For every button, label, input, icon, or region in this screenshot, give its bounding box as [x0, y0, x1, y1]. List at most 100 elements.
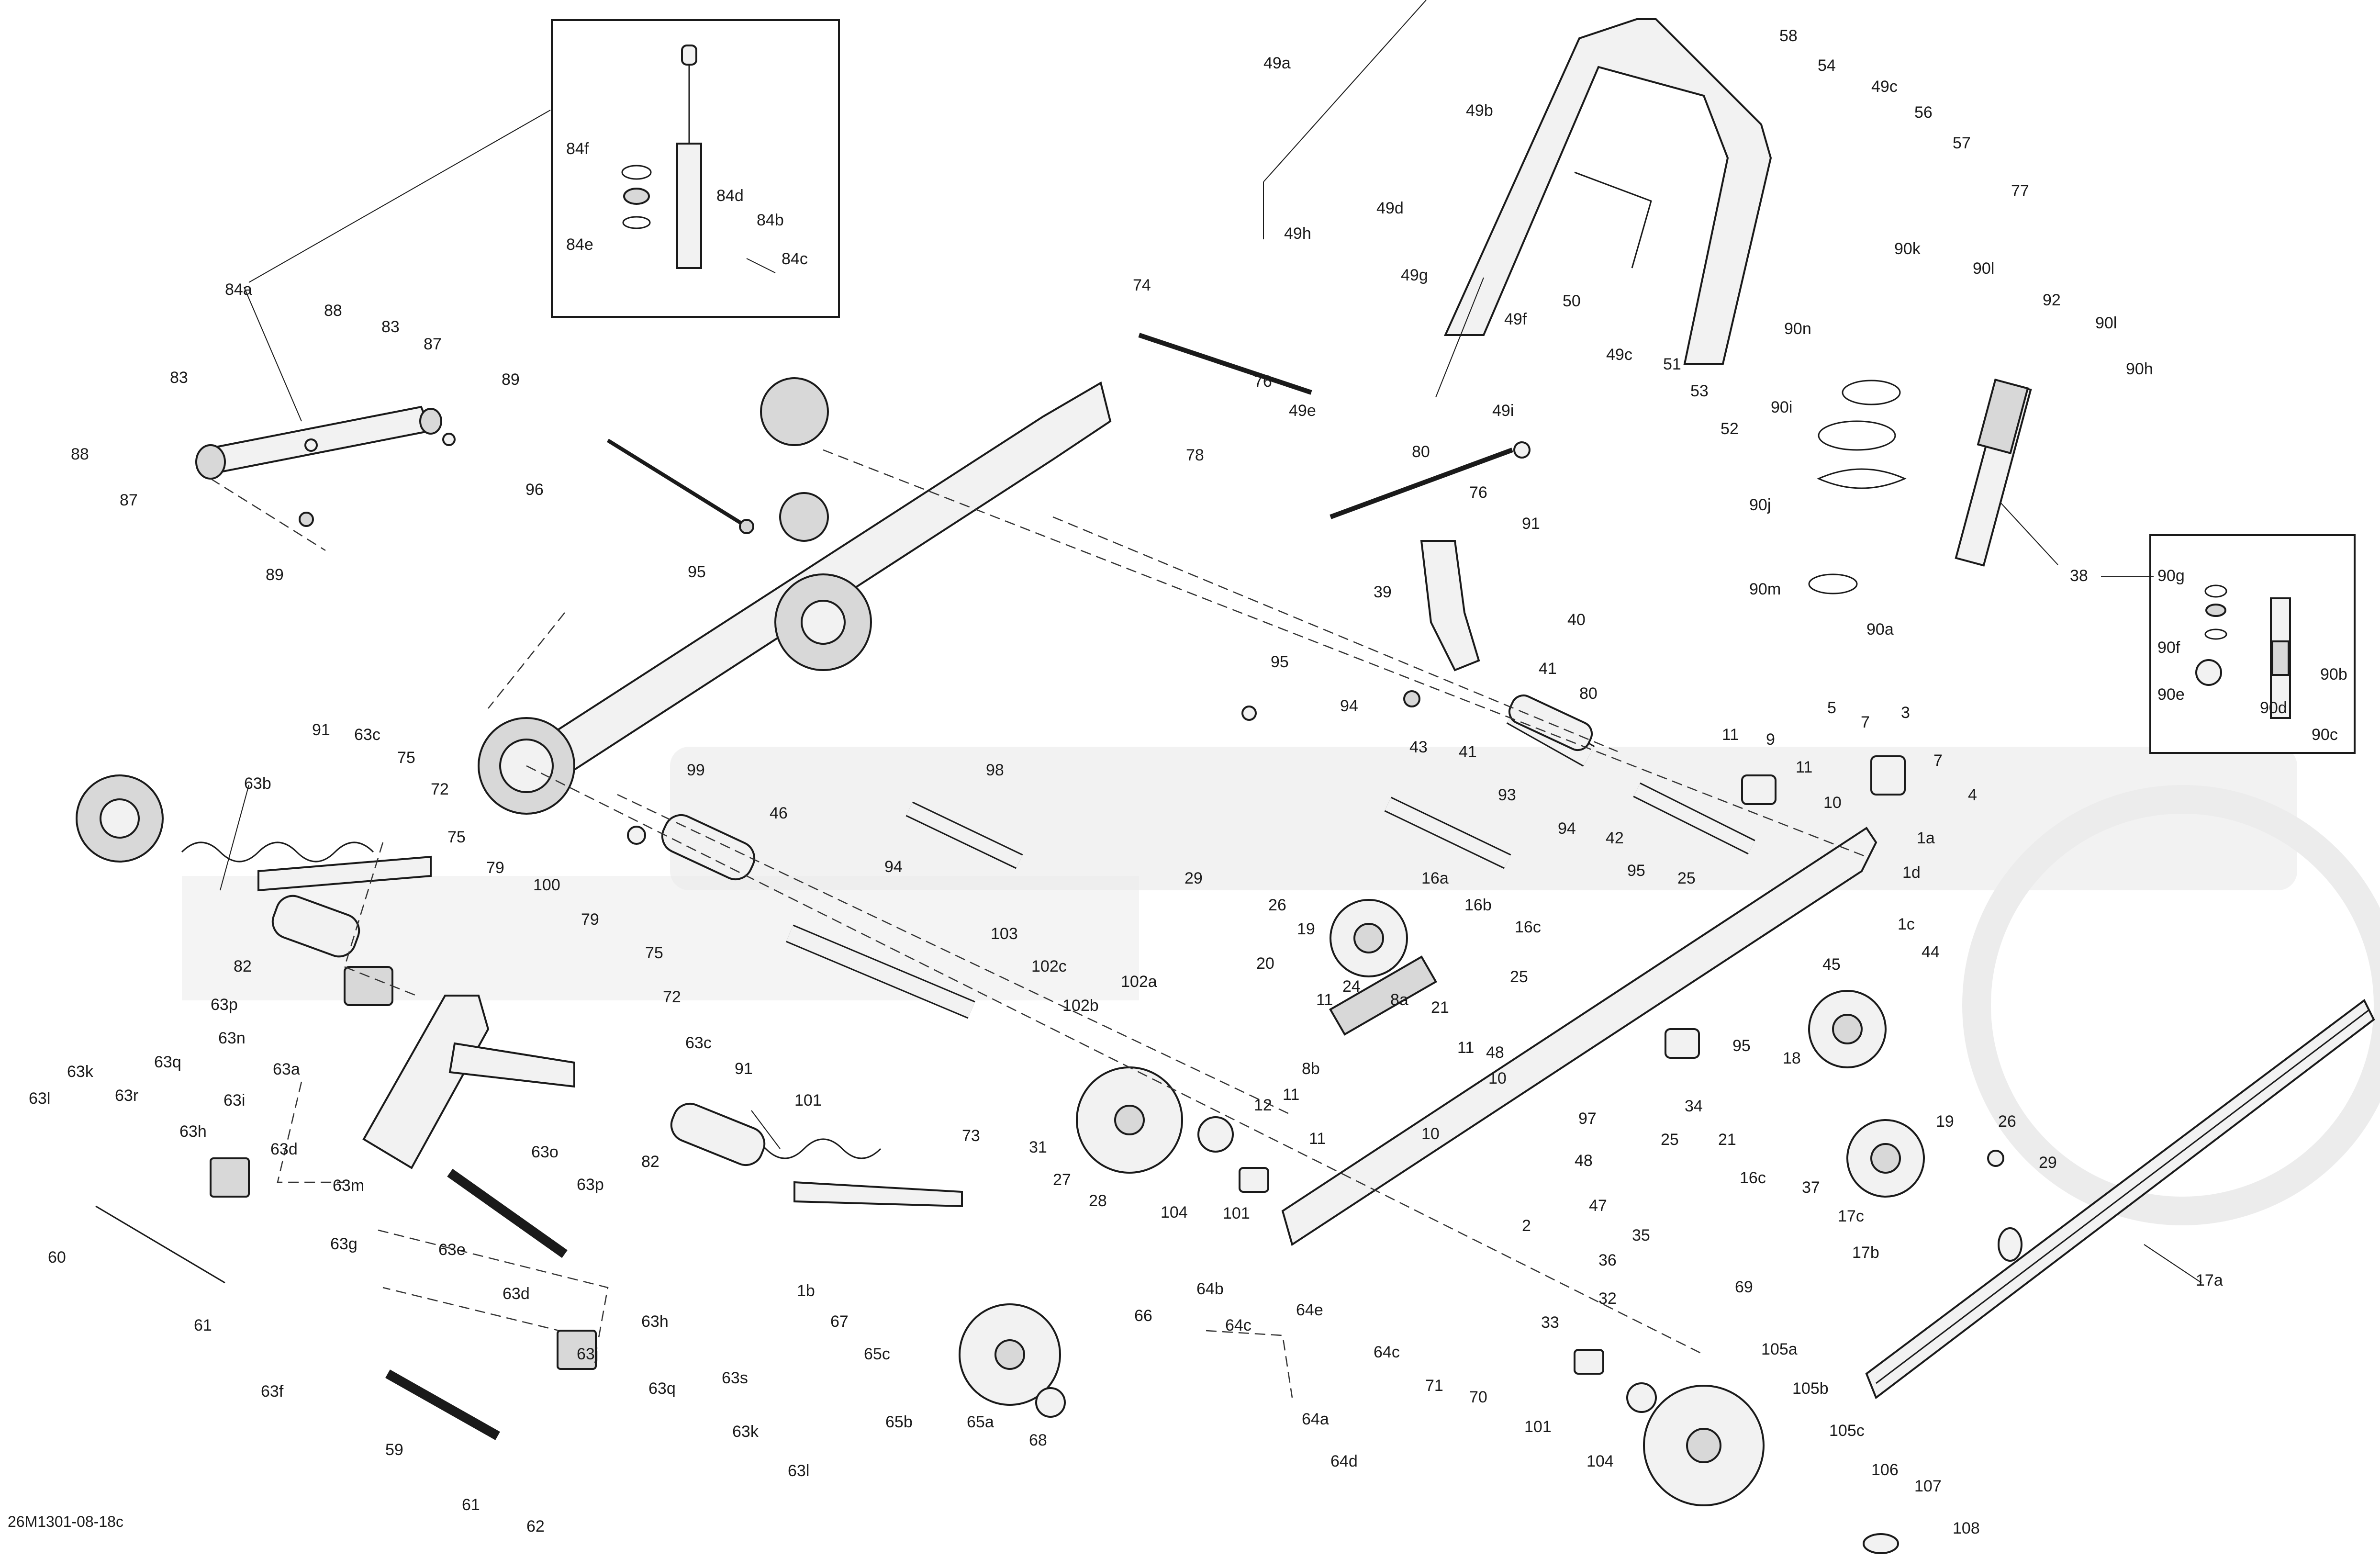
callout-26a: 29: [1184, 869, 1203, 887]
callout-80b: 91: [312, 721, 330, 739]
callout-83b: 83: [170, 369, 188, 387]
callout-18a: 48: [1486, 1043, 1504, 1062]
callout-21c: 25: [1661, 1131, 1679, 1149]
callout-36: 35: [1632, 1226, 1650, 1244]
callout-63m: 63m: [333, 1177, 364, 1195]
callout-69: 70: [1469, 1388, 1487, 1406]
callout-64b: 66: [1134, 1307, 1152, 1325]
callout-64d: 64a: [1302, 1410, 1329, 1428]
callout-39: 40: [1567, 611, 1586, 629]
callout-90i: 90j: [1749, 496, 1771, 514]
callout-3: 3: [1901, 704, 1910, 722]
callout-38: 39: [1374, 583, 1392, 601]
callout-12: 8b: [1302, 1060, 1320, 1078]
callout-40b: 41: [1459, 743, 1477, 761]
torsion-spring-72: [76, 774, 432, 892]
callout-45: 45: [1822, 955, 1841, 974]
callout-101a: 101: [1223, 1204, 1250, 1222]
callout-37: 33: [1541, 1313, 1559, 1332]
callout-62: 62: [526, 1517, 545, 1536]
callout-42: 42: [1606, 829, 1624, 847]
callout-84b: 84b: [757, 211, 784, 229]
callout-82a: 79: [486, 859, 504, 877]
callout-104a: 104: [1161, 1203, 1188, 1222]
callout-89a: 89: [502, 370, 520, 389]
callout-24b: 21: [1718, 1131, 1736, 1149]
callout-49e: 49e: [1289, 402, 1316, 420]
callout-25a: 16c: [1515, 918, 1541, 936]
wheels: [959, 899, 1925, 1506]
callout-61a: 61: [194, 1316, 212, 1334]
callout-21a: 25: [1677, 869, 1696, 887]
rear-arm-63a: [344, 966, 575, 1169]
callout-28: 27: [1053, 1171, 1071, 1189]
watermark-background: [182, 747, 2380, 1225]
callout-97: 18: [1783, 1049, 1801, 1067]
callout-11b: 11: [1796, 758, 1812, 776]
slider-1b: [1865, 998, 2375, 1400]
callout-58: 58: [1779, 27, 1798, 45]
callout-82b: 79: [581, 910, 599, 929]
callout-63e: 63e: [438, 1241, 466, 1259]
callout-84d: 84d: [716, 187, 744, 205]
drawing-reference-code: 26M1301-08-18c: [8, 1513, 123, 1530]
callout-95d: 95: [1732, 1037, 1751, 1055]
callout-84f: 84f: [566, 140, 589, 158]
callout-78a: 76: [1254, 372, 1272, 391]
callout-67: 1b: [797, 1282, 815, 1300]
callout-74: 78: [1186, 446, 1204, 464]
callout-88a: 88: [324, 302, 342, 320]
callout-64a: 64e: [1296, 1301, 1323, 1319]
callout-63r: 63r: [115, 1087, 138, 1105]
callout-64e-a: 64c: [1225, 1316, 1251, 1334]
callout-107: 106: [1871, 1461, 1899, 1479]
callout-11e: 11: [1283, 1086, 1299, 1104]
callout-63g: 63g: [330, 1235, 358, 1253]
callout-2: 47: [1589, 1197, 1607, 1215]
callout-79: 100: [533, 876, 560, 894]
callout-48: 97: [1578, 1110, 1597, 1128]
callout-87a: 87: [424, 335, 442, 353]
callout-4: 4: [1968, 786, 1977, 804]
callout-90b: 90b: [2320, 665, 2347, 684]
callout-92: 90h: [2126, 360, 2153, 378]
callout-88b: 88: [71, 445, 89, 463]
callout-64e-b: 64c: [1374, 1343, 1400, 1361]
callout-63c-a: 75: [397, 749, 415, 767]
callout-90k-a: 90l: [1973, 259, 1994, 278]
callout-63k-a: 63k: [67, 1063, 94, 1081]
callout-63f: 63f: [261, 1382, 284, 1401]
callout-49f: 49f: [1504, 310, 1527, 328]
right-rail-1a: [1281, 827, 1877, 1246]
callout-105b: 105a: [1761, 1340, 1798, 1358]
callout-52: 52: [1721, 420, 1739, 438]
callout-51: 51: [1663, 355, 1681, 373]
inset-shock-90: [2149, 534, 2356, 754]
callout-47: 48: [1575, 1152, 1593, 1170]
callout-63p-a: 63p: [211, 996, 238, 1014]
callout-49c-upper: 49c: [1871, 78, 1898, 96]
leader-lines: [220, 0, 2202, 1283]
callout-1d: 1d: [1902, 863, 1921, 882]
callout-7b: 7: [1933, 751, 1943, 770]
callout-9: 9: [1766, 730, 1775, 749]
callout-95a: 95: [688, 563, 706, 581]
callout-63h-a: 63h: [179, 1122, 207, 1141]
callout-41: 43: [1409, 738, 1428, 756]
callout-95b: 95: [1271, 653, 1289, 671]
callout-63c-c: 75: [645, 944, 663, 962]
callout-46: 98: [986, 761, 1004, 779]
callout-63q-a: 63q: [154, 1053, 181, 1071]
callout-11f: 11: [1309, 1130, 1326, 1148]
callout-19a: 26: [1268, 896, 1286, 914]
callout-94a: 94: [1340, 697, 1358, 715]
callout-44: 44: [1922, 943, 1940, 961]
callout-94b: 94: [1558, 819, 1576, 838]
callout-1a: 1a: [1917, 829, 1935, 847]
callout-17c: 37: [1802, 1178, 1820, 1197]
callout-90h: 90n: [1784, 320, 1811, 338]
callout-102a: 102a: [1121, 973, 1157, 991]
callout-81a: 63c: [354, 726, 380, 744]
callout-70: 71: [1425, 1377, 1443, 1395]
callout-20b: 19: [1936, 1112, 1954, 1131]
